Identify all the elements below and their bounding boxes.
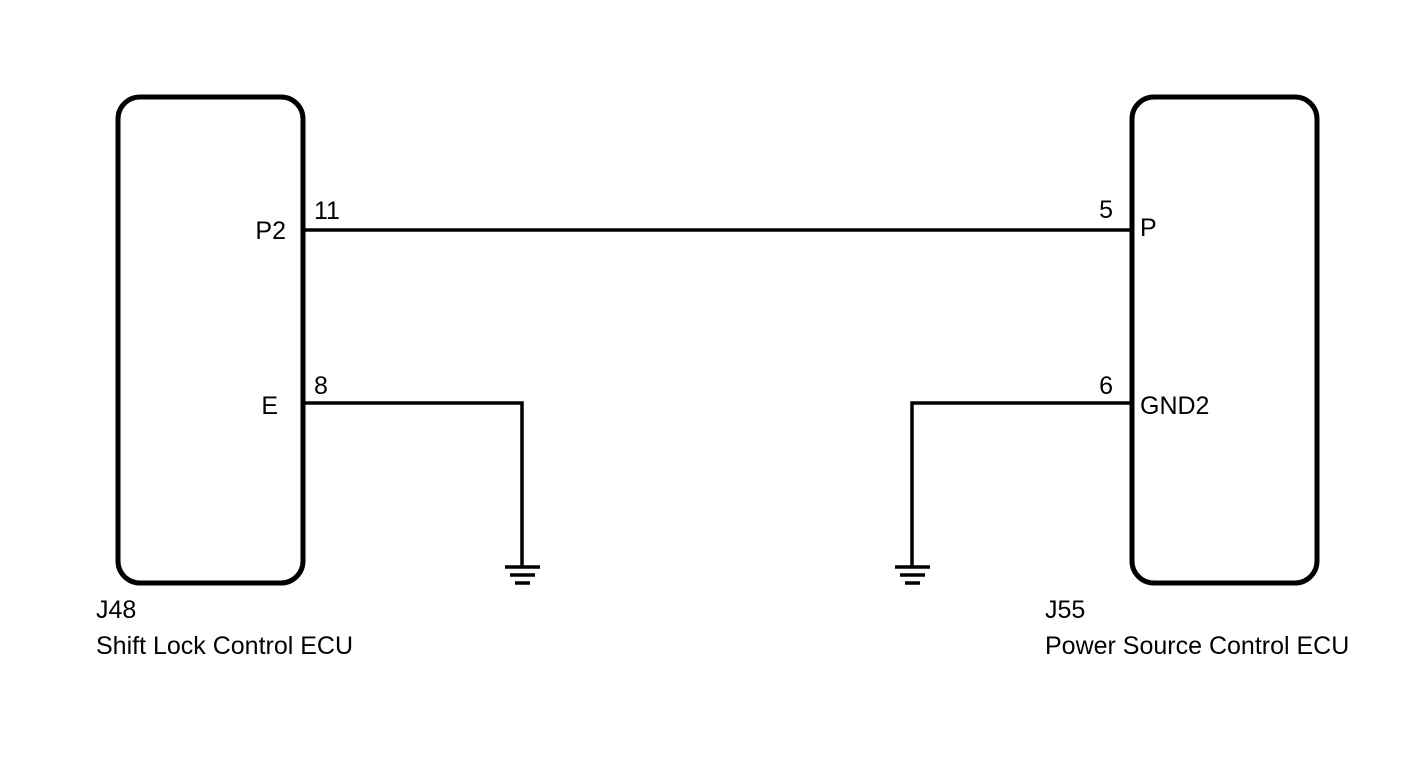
right-ground-wire <box>910 401 1132 567</box>
left-connector-code: J48 <box>96 596 136 624</box>
left-upper-terminal-label: P2 <box>255 217 286 245</box>
right-ground-icon <box>895 565 930 585</box>
left-lower-pin-number: 8 <box>314 372 328 400</box>
left-upper-pin-number: 11 <box>314 197 340 225</box>
right-lower-terminal-label: GND2 <box>1140 392 1209 420</box>
right-component-name: Power Source Control ECU <box>1045 632 1349 660</box>
right-ecu-block <box>1129 94 1320 586</box>
left-ground-wire <box>303 401 524 567</box>
right-upper-pin-number: 5 <box>1099 196 1113 224</box>
right-upper-terminal-label: P <box>1140 214 1157 242</box>
left-component-name: Shift Lock Control ECU <box>96 632 353 660</box>
right-lower-pin-number: 6 <box>1099 372 1113 400</box>
left-ground-icon <box>505 565 540 585</box>
right-connector-code: J55 <box>1045 596 1085 624</box>
left-ecu-block <box>115 94 306 586</box>
left-lower-terminal-label: E <box>261 392 278 420</box>
